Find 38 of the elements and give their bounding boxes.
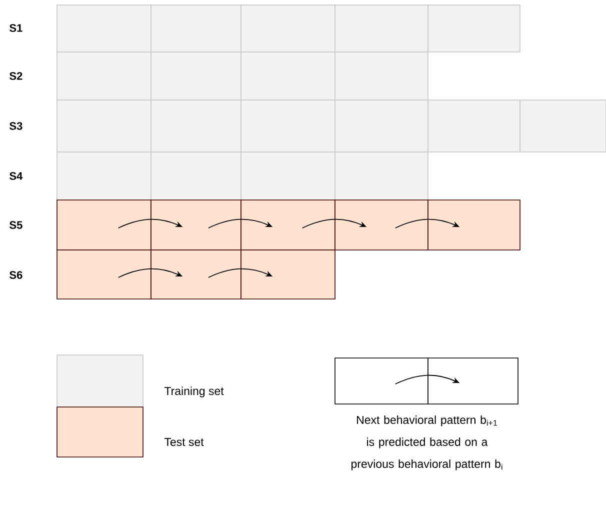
grid-cell (334, 200, 428, 250)
grid-cell (56, 200, 152, 250)
row-label: S1 (10, 24, 22, 32)
grid-cell (240, 250, 336, 300)
legend-label: Training set (164, 386, 224, 398)
grid-cell (334, 52, 428, 100)
grid-cell (240, 4, 336, 52)
grid-cell (240, 152, 336, 200)
grid-cell (56, 250, 152, 300)
grid-cell (428, 4, 520, 52)
row-label: S6 (10, 271, 22, 279)
grid-cell (150, 100, 242, 152)
grid-cell (56, 4, 152, 52)
row-label: S4 (10, 172, 23, 180)
grid-cell (240, 52, 336, 100)
grid-cell (150, 200, 242, 250)
row-label: S5 (10, 221, 22, 229)
grid-cell (334, 358, 428, 404)
grid-cell (56, 52, 152, 100)
grid-cell (150, 250, 242, 300)
grid-cell (428, 200, 520, 250)
grid-cell (150, 152, 242, 200)
legend-label: Test set (164, 438, 204, 446)
grid-cell (150, 52, 242, 100)
grid-cell (240, 200, 336, 250)
grid-cell (334, 4, 428, 52)
caption: Next behavioral pattern b$_{i+1}$ is predicted based on a previous behavioral pattern b$_{i}$ (351, 416, 502, 470)
row-label: S2 (10, 72, 22, 80)
grid-cell (56, 100, 152, 152)
grid-cell (150, 4, 242, 52)
row-label: S3 (10, 122, 22, 130)
grid-cell (520, 100, 606, 152)
grid-cell (334, 100, 428, 152)
grid-cell (334, 152, 428, 200)
grid-cell (56, 152, 152, 200)
grid-cell (428, 358, 518, 404)
grid-cell (428, 100, 520, 152)
grid-cell (240, 100, 336, 152)
